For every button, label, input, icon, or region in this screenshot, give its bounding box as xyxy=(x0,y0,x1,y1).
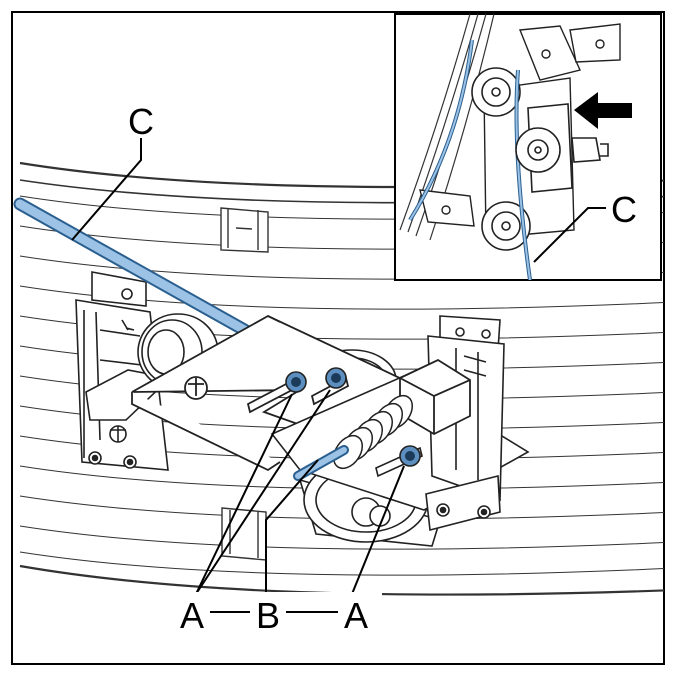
arrow-left-icon xyxy=(574,92,632,129)
label-cable-c: C xyxy=(128,101,154,142)
inset-leader-c xyxy=(533,207,606,263)
inset-cable xyxy=(408,39,532,280)
label-backdrop xyxy=(166,592,382,632)
screw-a-3 xyxy=(399,445,421,467)
cable-c xyxy=(13,197,255,339)
leader-lines xyxy=(71,138,405,595)
tension-spring xyxy=(332,394,414,470)
label-screw-a-right: A xyxy=(344,595,368,636)
label-rod-b: B xyxy=(256,595,280,636)
screw-a-1 xyxy=(285,371,307,393)
rod-b xyxy=(293,445,349,481)
inset-detail: C xyxy=(394,13,662,281)
inset-tensioner xyxy=(515,103,609,193)
label-screw-a-left: A xyxy=(180,595,204,636)
drum-clip-bottom xyxy=(221,507,267,561)
label-cable-c-inset: C xyxy=(611,189,637,230)
drum-clip-top xyxy=(220,207,269,253)
inset-pulley-top xyxy=(471,67,521,117)
inset-pulley-bottom xyxy=(481,201,531,251)
screw-a-2 xyxy=(325,367,347,389)
